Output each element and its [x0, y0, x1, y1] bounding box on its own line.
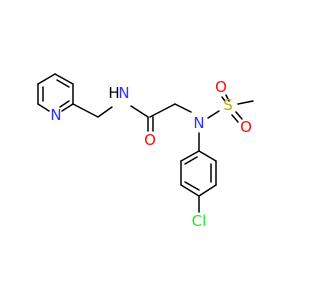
atom-amide-n: N [118, 84, 129, 102]
bond-carbonyl-to-ch2 [149, 103, 176, 118]
bond-nh-to-carbonyl [130, 105, 149, 118]
atom-pyridine-n: N [50, 106, 61, 124]
atom-sulfonyl-o-bottom: O [240, 118, 252, 136]
bond-ch2-to-nh [97, 106, 113, 118]
bond-ring-right-to-n-inner [59, 100, 70, 108]
bond-ring-top [37, 73, 56, 85]
bond-n-to-s [207, 110, 220, 119]
atom-sulfonamide-n: N [193, 114, 204, 132]
atom-amide-h: H [108, 84, 119, 102]
bond-s-to-o-bottom-double [235, 111, 243, 120]
bond-s-to-o-top [221, 96, 226, 102]
atom-label-layer: N H N O N S O O Cl [50, 78, 252, 230]
bond-s-to-o-top-double [225, 94, 230, 102]
bond-phenyl-top-right [198, 150, 217, 162]
bond-s-to-o-bottom [231, 114, 239, 123]
bond-ring-right-to-n [61, 103, 74, 112]
bond-ring-to-ch2 [72, 103, 99, 118]
bond-phenyl-top-left-inner [184, 156, 198, 165]
atom-sulfonyl-o-top: O [215, 78, 227, 96]
bond-s-to-methyl [237, 100, 254, 105]
bond-phenyl-bottom-left-inner [184, 181, 200, 191]
bond-layer [37, 73, 254, 213]
bond-phenyl-bottom-left [180, 184, 200, 197]
bond-ch2-to-n-sulfonamide [174, 103, 192, 113]
atom-chlorine: Cl [192, 212, 207, 230]
bond-ring-top-right [54, 73, 74, 85]
atom-carbonyl-o: O [144, 131, 156, 149]
bond-phenyl-top-left [180, 150, 200, 162]
bond-ring-top-right-inner [56, 79, 70, 88]
chemical-structure-diagram: N H N O N S O O Cl [37, 73, 254, 230]
bond-ring-n-to-left [37, 103, 50, 112]
bond-phenyl-bottom-right [198, 184, 217, 197]
atom-sulfur: S [223, 96, 233, 114]
